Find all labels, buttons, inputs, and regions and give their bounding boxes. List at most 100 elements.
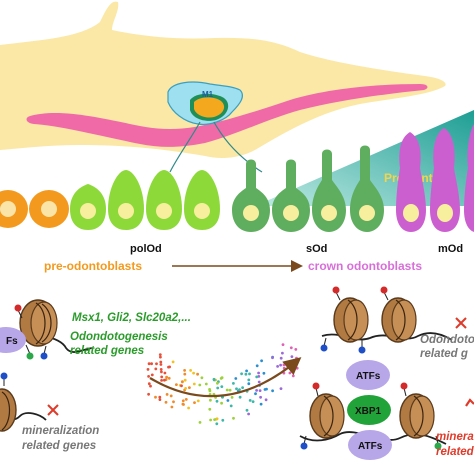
scatter-point: [158, 398, 162, 401]
scatter-point: [196, 399, 200, 403]
sod-cell: [232, 159, 270, 232]
scatter-point: [181, 399, 185, 403]
nucleosome-2: [0, 388, 17, 432]
polod-nucleus: [80, 203, 96, 219]
polod-nucleus: [156, 203, 172, 219]
scatter-point: [180, 384, 183, 388]
scatter-point: [257, 371, 260, 375]
m1-label: M1: [202, 90, 214, 99]
atf-bottom: [348, 430, 392, 460]
scatter-point: [255, 375, 259, 379]
scatter-point: [228, 388, 232, 392]
scatter-point: [158, 353, 162, 356]
scatter-point: [254, 392, 257, 396]
scatter-point: [220, 385, 224, 388]
scatter-point: [255, 364, 259, 368]
scatter-point: [245, 369, 249, 373]
nucleosome: [19, 299, 58, 347]
scatter-point: [271, 356, 274, 360]
activation-mark: [465, 398, 474, 407]
scatter-point: [181, 402, 185, 406]
mandible-illustration: M1: [0, 1, 446, 173]
scatter-point: [154, 395, 157, 399]
r-odonto-line1: Odondoto: [420, 334, 474, 346]
scatter-point: [259, 395, 262, 399]
polod-nucleus: [118, 203, 134, 219]
scatter-point: [147, 375, 151, 378]
scatter-point: [263, 388, 267, 391]
histone-mark-blue-2: [0, 372, 8, 380]
scatter-point: [159, 368, 163, 371]
scatter-point: [146, 368, 150, 371]
sod-nucleus: [359, 205, 375, 221]
polod-cell: [184, 170, 220, 230]
scatter-point: [159, 355, 162, 359]
scatter-point: [208, 393, 212, 396]
scatter-point: [187, 406, 191, 410]
histone-mark-red: [14, 304, 22, 312]
differentiation-arrow: pre-odontoblasts crown odontoblasts: [44, 259, 422, 273]
polod-cell: [108, 170, 144, 230]
polod-cells: [70, 170, 220, 230]
polod-nucleus: [194, 203, 210, 219]
scatter-point: [208, 389, 212, 393]
pointer-line-left: [169, 121, 201, 173]
r-mineral-line2: related: [436, 446, 474, 458]
tf-label: Fs: [6, 336, 18, 347]
scatter-point: [230, 396, 234, 399]
scatter-point: [257, 380, 261, 384]
scatter-point: [165, 393, 169, 396]
pointer-line-right: [213, 121, 263, 173]
scatter-point: [238, 395, 242, 399]
scatter-point: [170, 405, 174, 409]
histone-mark-blue-r: [320, 344, 328, 352]
scatter-point: [192, 382, 196, 386]
scatter-point: [216, 386, 220, 390]
scatter-point: [238, 388, 241, 391]
repression-cross-left: [47, 404, 59, 416]
sod-cell: [312, 149, 346, 232]
scatter-point: [245, 408, 249, 412]
scatter-point: [247, 412, 251, 416]
left-panel: Fs Msx1, Gli2, Slc20a2,... Odondotogenes…: [0, 299, 191, 452]
scatter-point: [188, 386, 191, 389]
atf-top-label: ATFs: [356, 371, 381, 382]
mineral-genes-line1: mineralization: [22, 425, 99, 437]
atf-top: [346, 360, 390, 390]
scatter-point: [229, 404, 233, 408]
scatter-point: [213, 418, 217, 421]
scatter-point: [209, 398, 212, 402]
sod-cell: [272, 159, 310, 232]
scatter-point: [215, 417, 219, 421]
scatter-point: [289, 346, 293, 350]
scatter-point: [183, 369, 187, 372]
histone-mark-red-r2: [380, 286, 388, 294]
scatter-point: [225, 388, 229, 392]
scatter-point: [257, 375, 261, 378]
mod-cells: [396, 124, 474, 232]
preod-nucleus: [0, 201, 16, 217]
scatter-point: [154, 367, 158, 371]
stage-label-polod: polOd: [130, 243, 162, 255]
scatter-point: [288, 371, 292, 375]
scatter-point: [212, 392, 216, 396]
scatter-point: [196, 372, 200, 376]
scatter-point: [192, 371, 196, 375]
scatter-point: [159, 363, 163, 366]
scatter-point: [160, 375, 164, 379]
histone-mark-green: [26, 352, 34, 360]
histone-mark-blue-r2: [358, 346, 366, 354]
scatter-point: [158, 395, 162, 399]
scatter-point: [175, 383, 178, 386]
sod-nucleus: [321, 205, 337, 221]
scatter-point: [288, 360, 292, 364]
sod-cell: [350, 145, 384, 232]
scatter-point: [172, 400, 175, 404]
xbp1-blob: [347, 395, 391, 425]
scatter-point: [282, 363, 286, 367]
sod-nucleus: [243, 205, 259, 221]
scatter-point: [244, 372, 248, 376]
scatter-point: [198, 383, 202, 387]
mod-cell: [464, 124, 474, 232]
scatter-point: [264, 398, 268, 402]
